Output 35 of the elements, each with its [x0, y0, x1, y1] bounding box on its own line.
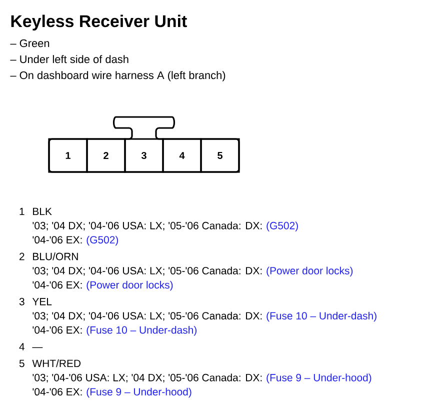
pin-number: 3	[19, 298, 24, 306]
pin-number: 2	[20, 252, 24, 260]
pin-number: 1	[20, 208, 24, 215]
pin-number: 4	[19, 343, 24, 350]
model-text: '03; '04 DX; '04-'06 USA: LX; '05-'06 Canada: DX:	[32, 222, 262, 231]
note-text: – Under left side of dash	[10, 55, 128, 64]
circuit-reference: (Fuse 9 – Under-hood)	[86, 388, 192, 398]
model-text: '04-'06 EX:	[32, 388, 82, 396]
model-text: '03; '04-'06 USA: LX; '04 DX; '05-'06 Canada: DX:	[32, 374, 262, 383]
pin-number: 5	[19, 360, 24, 368]
circuit-reference: (G502)	[86, 236, 118, 246]
circuit-reference: (G502)	[266, 222, 298, 232]
title: Keyless Receiver Unit	[11, 14, 187, 31]
circuit-reference: (Power door locks)	[266, 266, 353, 276]
note-text: – On dashboard wire harness A (left branch)	[10, 71, 226, 82]
pin-cell: 4	[162, 138, 202, 173]
model-text: '04-'06 EX:	[32, 326, 82, 334]
pin-cell: 2	[86, 138, 126, 173]
circuit-reference: (Power door locks)	[86, 280, 173, 291]
pin-cell: 5	[200, 138, 240, 173]
wire-color: YEL	[32, 298, 52, 306]
model-text: '04-'06 EX:	[32, 236, 82, 244]
wire-color: —	[32, 347, 43, 348]
wire-color: BLU/ORN	[33, 252, 78, 260]
model-text: '03; '04 DX; '04-'06 USA: LX; '05-'06 Canada: DX:	[32, 266, 262, 276]
circuit-reference: (Fuse 10 – Under-dash)	[86, 326, 196, 336]
pin-cell: 3	[124, 138, 164, 173]
note-text: – Green	[10, 39, 50, 48]
model-text: '04-'06 EX:	[32, 281, 82, 289]
circuit-reference: (Fuse 9 – Under-hood)	[266, 374, 372, 384]
model-text: '03; '04 DX; '04-'06 USA: LX; '05-'06 Canada: DX:	[32, 312, 262, 321]
circuit-reference: (Fuse 10 – Under-dash)	[266, 312, 376, 322]
pin-cell: 1	[48, 138, 88, 173]
wire-color: WHT/RED	[32, 359, 80, 368]
wire-color: BLK	[33, 208, 52, 215]
